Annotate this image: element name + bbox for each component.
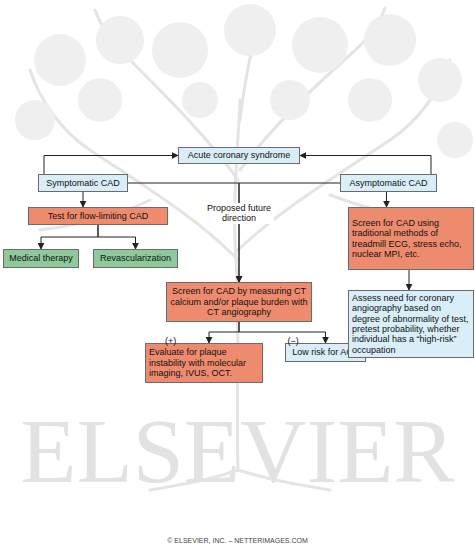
node-text: Assess need for coronary angiography bas… bbox=[352, 293, 470, 355]
connector-arrow bbox=[44, 156, 178, 175]
test-box: Evaluate for plaque instability with mol… bbox=[145, 343, 263, 383]
connector-arrow bbox=[83, 192, 84, 207]
node-text: Test for flow-limiting CAD bbox=[32, 211, 164, 221]
syndrome-box: Acute coronary syndrome bbox=[178, 147, 300, 164]
edge-label: (+) bbox=[165, 336, 176, 346]
node-text: Acute coronary syndrome bbox=[182, 150, 296, 160]
connector-arrow bbox=[239, 322, 326, 343]
note-text: Proposed future direction bbox=[204, 203, 274, 224]
node-text: Revascularization bbox=[97, 253, 174, 263]
node-text: Symptomatic CAD bbox=[42, 178, 124, 188]
node-text: Screen for CAD using traditional methods… bbox=[352, 218, 470, 259]
treatment-box: Revascularization bbox=[93, 249, 178, 268]
node-text: Evaluate for plaque instability with mol… bbox=[149, 347, 259, 378]
node-text: Asymptomatic CAD bbox=[344, 178, 433, 188]
connector-arrow bbox=[386, 192, 387, 207]
edge-label: (−) bbox=[288, 336, 299, 346]
category-box: Asymptomatic CAD bbox=[340, 174, 437, 192]
test-box: Screen for CAD using traditional methods… bbox=[348, 207, 474, 270]
watermark: ELSEVIER bbox=[0, 405, 475, 497]
copyright-text: © ELSEVIER, INC. – NETTERIMAGES.COM bbox=[0, 537, 475, 545]
node-text: Medical therapy bbox=[7, 253, 75, 263]
test-box: Screen for CAD by measuring CT calcium a… bbox=[166, 282, 312, 322]
connector-arrow bbox=[41, 225, 98, 249]
connector-arrow bbox=[300, 156, 431, 175]
treatment-box: Medical therapy bbox=[3, 249, 79, 268]
test-box: Test for flow-limiting CAD bbox=[28, 207, 168, 225]
connector-arrow bbox=[209, 322, 239, 343]
connector-arrow bbox=[98, 225, 136, 249]
outcome-box: Assess need for coronary angiography bas… bbox=[348, 290, 474, 358]
connector-arrow bbox=[409, 270, 410, 290]
category-box: Symptomatic CAD bbox=[38, 174, 128, 192]
connector-arrow bbox=[239, 183, 340, 282]
node-text: Screen for CAD by measuring CT calcium a… bbox=[170, 286, 308, 317]
